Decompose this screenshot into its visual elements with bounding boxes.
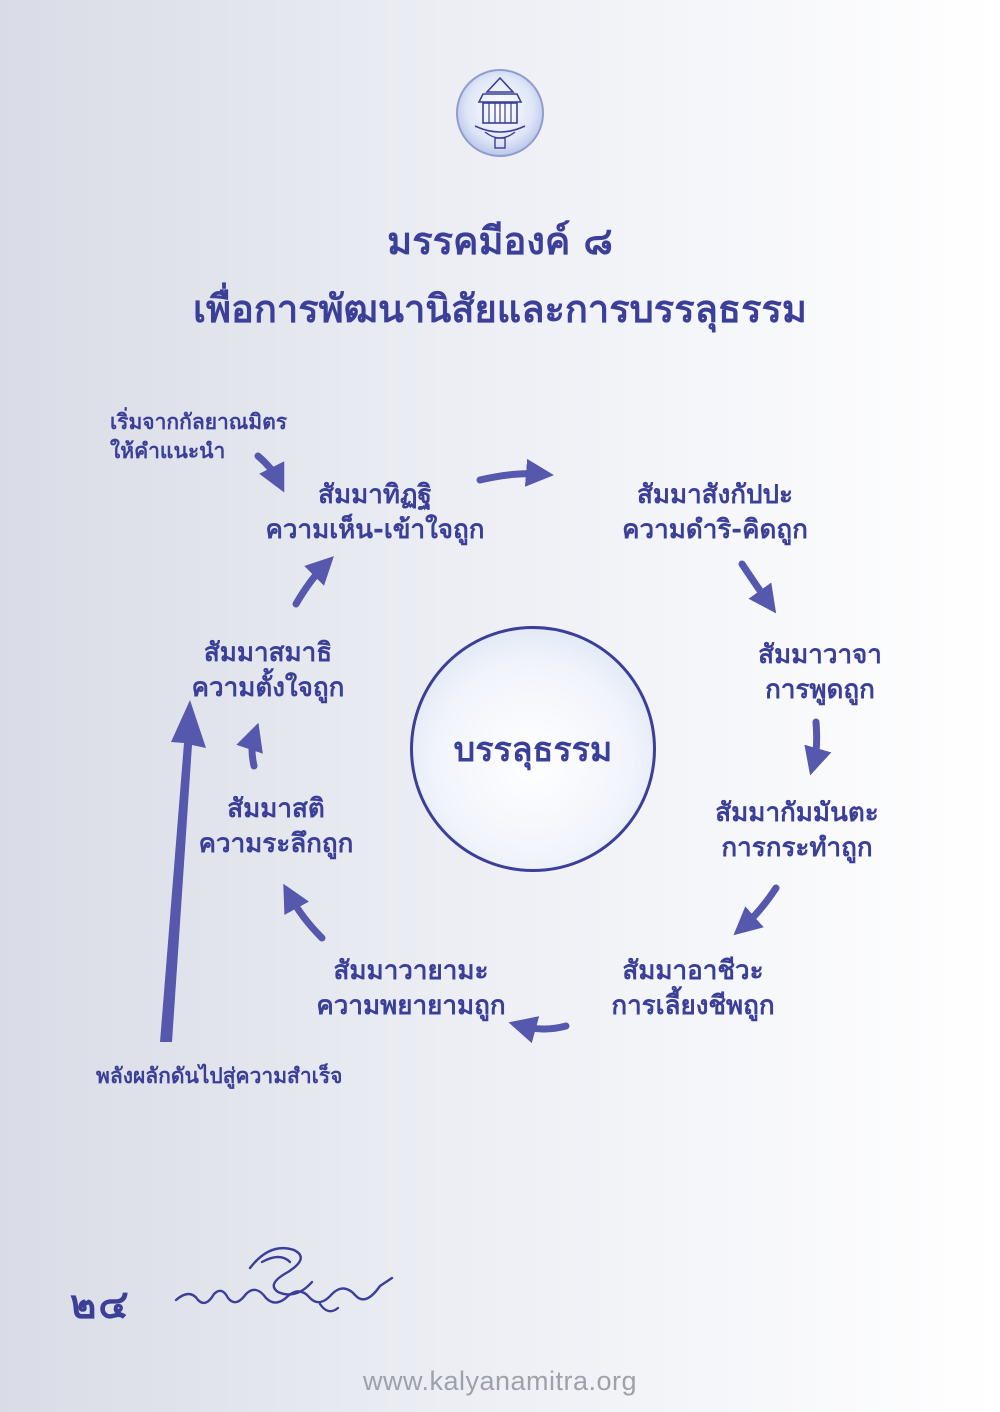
- path-node-3: สัมมาวาจา การพูดถูก: [720, 638, 920, 708]
- arrow-8-to-1: [292, 556, 334, 608]
- page-title-line2: เพื่อการพัฒนานิสัยและการบรรลุธรรม: [193, 287, 807, 331]
- page-number: ๒๔: [70, 1282, 131, 1328]
- node-name: สัมมาวาจา: [758, 640, 882, 670]
- center-circle: บรรลุธรรม: [410, 626, 656, 872]
- footer-url: www.kalyanamitra.org: [362, 1366, 638, 1396]
- drive-note: พลังผลักดันไปสู่ความสำเร็จ: [96, 1064, 343, 1088]
- path-node-1: สัมมาทิฏฐิ ความเห็น-เข้าใจถูก: [250, 478, 500, 548]
- node-meaning: ความดำริ-คิดถูก: [622, 515, 808, 546]
- node-name: สัมมาอาชีวะ: [622, 956, 764, 986]
- node-meaning: การกระทำถูก: [721, 833, 873, 864]
- arrow-5-to-6: [508, 1016, 570, 1044]
- arrow-start-to-1: [254, 452, 285, 493]
- pavilion-emblem-icon: [455, 68, 545, 158]
- signature-icon: [170, 1238, 400, 1328]
- arrow-7-to-8: [236, 722, 263, 770]
- node-name: สัมมาสมาธิ: [203, 638, 333, 668]
- node-name: สัมมาวายามะ: [333, 956, 489, 986]
- path-node-7: สัมมาสติ ความระลึกถูก: [176, 792, 376, 862]
- page-title-line1: มรรคมีองค์ ๘: [387, 219, 613, 263]
- path-node-2: สัมมาสังกัปปะ ความดำริ-คิดถูก: [590, 478, 840, 548]
- node-meaning: ความตั้งใจถูก: [191, 673, 345, 704]
- arrow-4-to-5: [733, 884, 780, 936]
- node-meaning: ความระลึกถูก: [198, 829, 354, 860]
- arrow-1-to-2: [476, 458, 554, 487]
- node-meaning: ความเห็น-เข้าใจถูก: [265, 515, 485, 546]
- arrow-3-to-4: [804, 718, 832, 776]
- arrow-6-to-7: [283, 883, 326, 942]
- node-name: สัมมาทิฏฐิ: [318, 480, 432, 510]
- path-node-8: สัมมาสมาธิ ความตั้งใจถูก: [168, 636, 368, 706]
- node-name: สัมมากัมมันตะ: [715, 798, 879, 828]
- node-name: สัมมาสังกัปปะ: [636, 480, 794, 510]
- node-meaning: การพูดถูก: [765, 675, 875, 706]
- arrow-2-to-3: [738, 560, 777, 614]
- start-note-line2: ให้คำแนะนำ: [110, 439, 226, 464]
- start-note-line1: เริ่มจากกัลยาณมิตร: [110, 410, 288, 434]
- path-node-5: สัมมาอาชีวะ การเลี้ยงชีพถูก: [588, 954, 798, 1024]
- path-node-6: สัมมาวายามะ ความพยายามถูก: [296, 954, 526, 1024]
- drive-long-arrow: [160, 700, 206, 1042]
- node-name: สัมมาสติ: [227, 794, 325, 824]
- path-node-4: สัมมากัมมันตะ การกระทำถูก: [692, 796, 902, 866]
- node-meaning: ความพยายามถูก: [316, 991, 506, 1022]
- center-label: บรรลุธรรม: [453, 730, 613, 770]
- start-note: เริ่มจากกัลยาณมิตร ให้คำแนะนำ: [110, 408, 287, 467]
- node-meaning: การเลี้ยงชีพถูก: [611, 991, 775, 1022]
